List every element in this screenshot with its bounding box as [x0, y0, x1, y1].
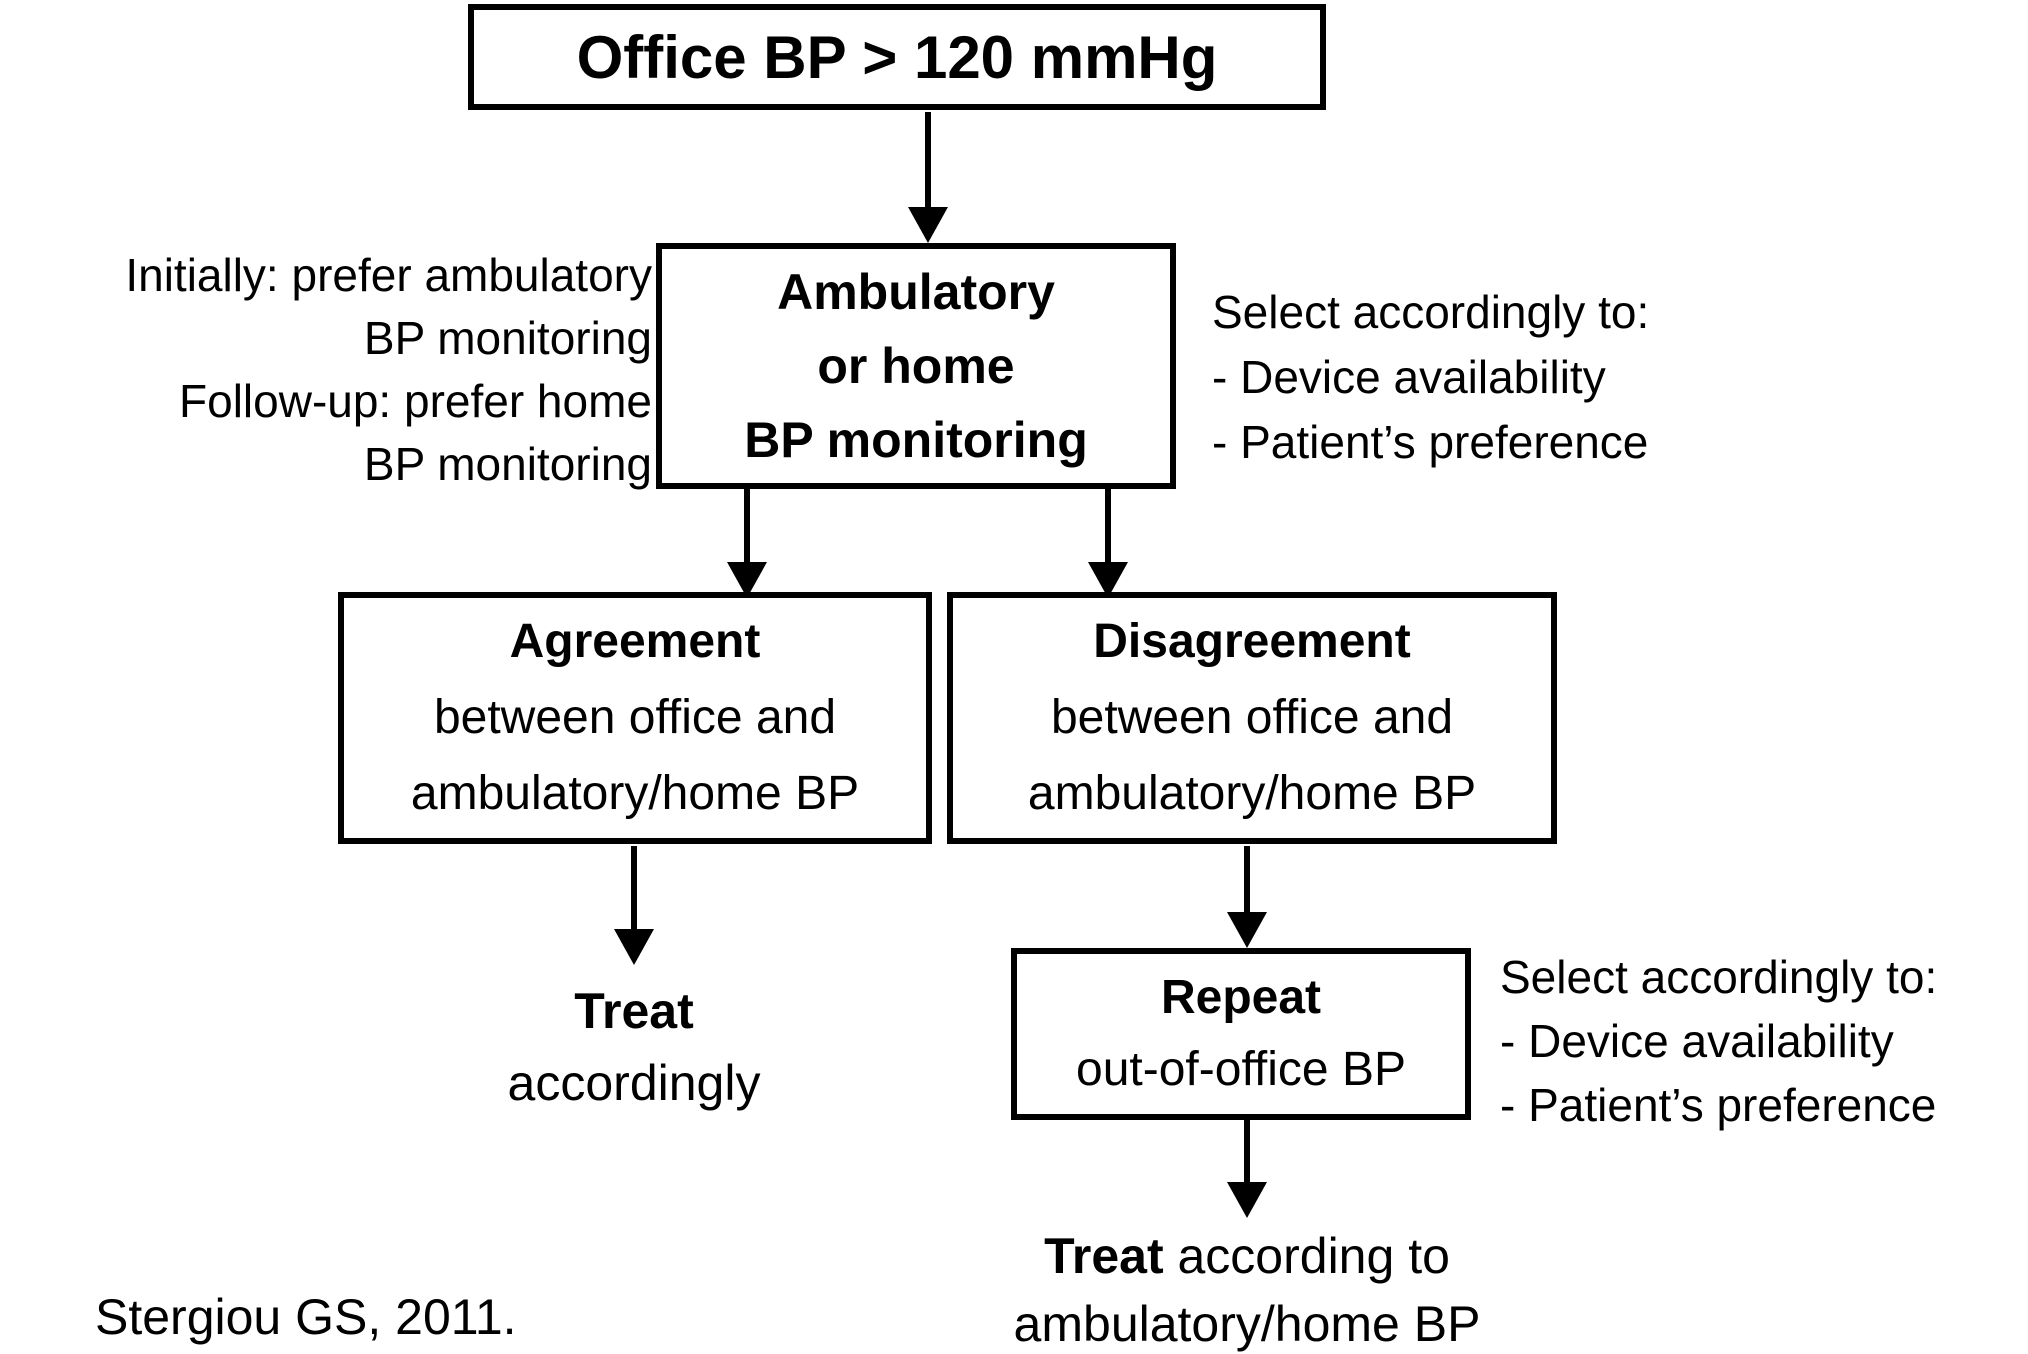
repeat-line: out-of-office BP: [1076, 1043, 1406, 1096]
note-line: Select accordingly to:: [1212, 286, 1650, 338]
note-line: - Device availability: [1500, 1015, 1894, 1067]
select-note-bottom: Select accordingly to: - Device availabi…: [1500, 945, 2020, 1137]
agreement-line: ambulatory/home BP: [410, 767, 860, 820]
disagreement-box: Disagreement between office and ambulato…: [947, 592, 1557, 844]
agreement-box: Agreement between office and ambulatory/…: [338, 592, 932, 844]
arrow-shaft: [1105, 489, 1111, 562]
treat-accordingly-label: Treat accordingly: [384, 975, 884, 1119]
disagreement-line: between office and: [1050, 691, 1454, 744]
monitoring-line: Ambulatory: [777, 264, 1055, 320]
monitoring-line: BP monitoring: [744, 412, 1088, 468]
treat-accordingly-rest: accordingly: [507, 1055, 761, 1111]
note-line: - Patient’s preference: [1500, 1079, 1937, 1131]
arrow-head-icon: [614, 929, 654, 965]
note-line: Follow-up: prefer home: [179, 375, 652, 427]
arrow-agreement-to-treat: [614, 846, 654, 965]
treat-accordingly-bold: Treat: [574, 983, 694, 1039]
arrow-shaft: [1244, 846, 1250, 912]
arrow-shaft: [744, 489, 750, 562]
arrow-repeat-to-treat: [1227, 1120, 1267, 1218]
note-line: Initially: prefer ambulatory: [125, 249, 652, 301]
note-line: Select accordingly to:: [1500, 951, 1938, 1003]
arrow-monitoring-to-disagreement: [1088, 489, 1128, 598]
disagreement-line: ambulatory/home BP: [1027, 767, 1477, 820]
arrow-shaft: [631, 846, 637, 929]
agreement-line: between office and: [433, 691, 837, 744]
office-bp-box: Office BP > 120 mmHg: [468, 4, 1326, 110]
arrow-office-to-monitoring: [908, 112, 948, 243]
treat-ambulatory-label: Treat according to ambulatory/home BP: [897, 1222, 1597, 1354]
treat-ambulatory-line2: ambulatory/home BP: [1013, 1296, 1481, 1352]
office-bp-label: Office BP > 120 mmHg: [576, 23, 1218, 91]
arrow-shaft: [1244, 1120, 1250, 1182]
disagreement-title: Disagreement: [1093, 615, 1411, 668]
treat-ambulatory-rest: according to: [1163, 1228, 1450, 1284]
note-line: BP monitoring: [363, 312, 652, 364]
arrow-disagreement-to-repeat: [1227, 846, 1267, 948]
treat-ambulatory-bold: Treat: [1044, 1228, 1164, 1284]
arrow-head-icon: [1227, 1182, 1267, 1218]
initial-preference-note: Initially: prefer ambulatory BP monitori…: [10, 244, 652, 496]
agreement-title: Agreement: [509, 615, 761, 668]
citation-label: Stergiou GS, 2011.: [95, 1289, 517, 1345]
monitoring-box: Ambulatory or home BP monitoring: [656, 243, 1176, 489]
arrow-shaft: [925, 112, 931, 207]
select-note-top: Select accordingly to: - Device availabi…: [1212, 280, 1832, 475]
treat-ambulatory-line1: Treat according to: [897, 1222, 1597, 1290]
repeat-title: Repeat: [1160, 971, 1322, 1024]
note-line: - Device availability: [1212, 351, 1606, 403]
repeat-box: Repeat out-of-office BP: [1011, 948, 1471, 1120]
arrow-head-icon: [1227, 912, 1267, 948]
arrow-monitoring-to-agreement: [727, 489, 767, 598]
note-line: BP monitoring: [363, 438, 652, 490]
monitoring-line: or home: [817, 338, 1015, 394]
note-line: - Patient’s preference: [1212, 416, 1649, 468]
arrow-head-icon: [908, 207, 948, 243]
